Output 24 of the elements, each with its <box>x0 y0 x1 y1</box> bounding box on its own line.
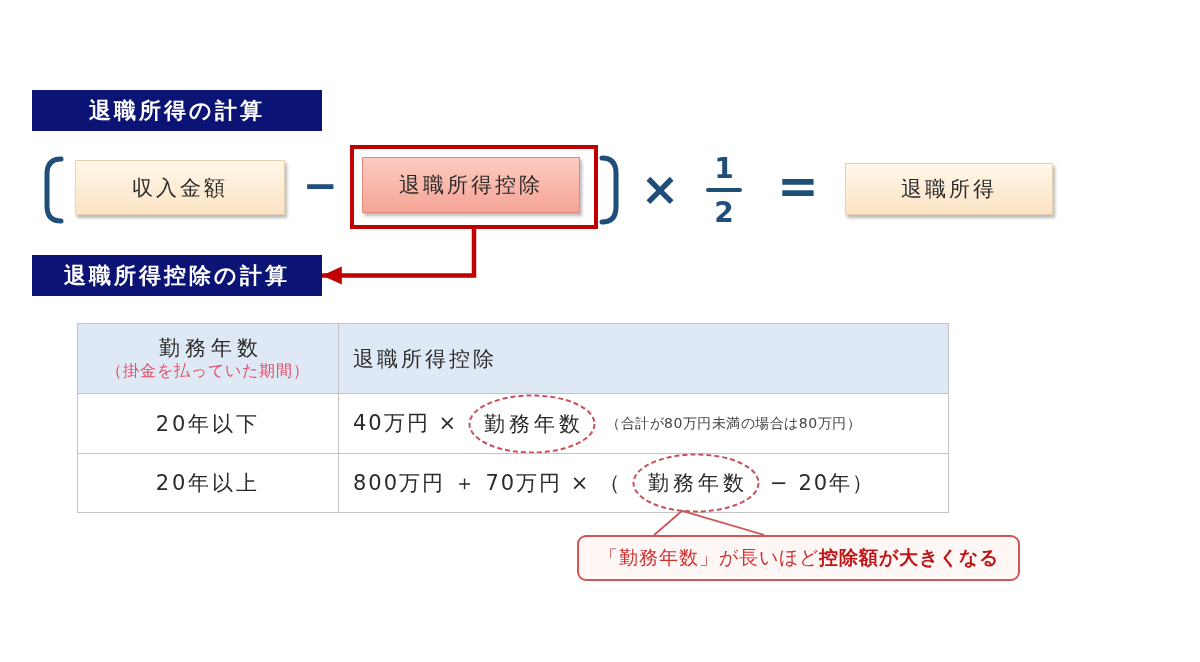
fraction-denominator: 2 <box>714 199 734 227</box>
table-cell: 20年以上 <box>77 453 339 513</box>
column-note: （掛金を払っていた期間） <box>106 361 310 382</box>
formula-box: 収入金額 <box>75 160 285 215</box>
callout-tail <box>653 509 765 536</box>
highlight-frame <box>350 145 598 229</box>
formula-text: 40万円 × <box>353 410 458 437</box>
minus-sign: − <box>302 165 338 207</box>
column-header: 勤務年数 <box>157 334 263 362</box>
fraction-numerator: 1 <box>714 155 734 183</box>
section-header: 退職所得の計算 <box>32 90 322 131</box>
equals-sign: = <box>777 161 819 211</box>
arrow <box>322 229 477 285</box>
dashed-ellipse: 勤務年数 <box>632 453 761 513</box>
formula-text: 800万円 ＋ 70万円 × （ <box>353 469 623 497</box>
formula-box: 退職所得 <box>845 163 1053 215</box>
formula-text: − 20年） <box>770 469 876 497</box>
callout-bubble: 「勤務年数」が長いほど控除額が大きくなる <box>577 535 1020 581</box>
formula-box: 退職所得控除 <box>362 157 580 213</box>
times-sign: × <box>640 166 680 212</box>
section-header: 退職所得控除の計算 <box>32 255 322 296</box>
column-header: 退職所得控除 <box>338 323 949 394</box>
footnote-text: （合計が80万円未満の場合は80万円） <box>606 414 862 433</box>
dashed-ellipse: 勤務年数 <box>468 393 596 454</box>
